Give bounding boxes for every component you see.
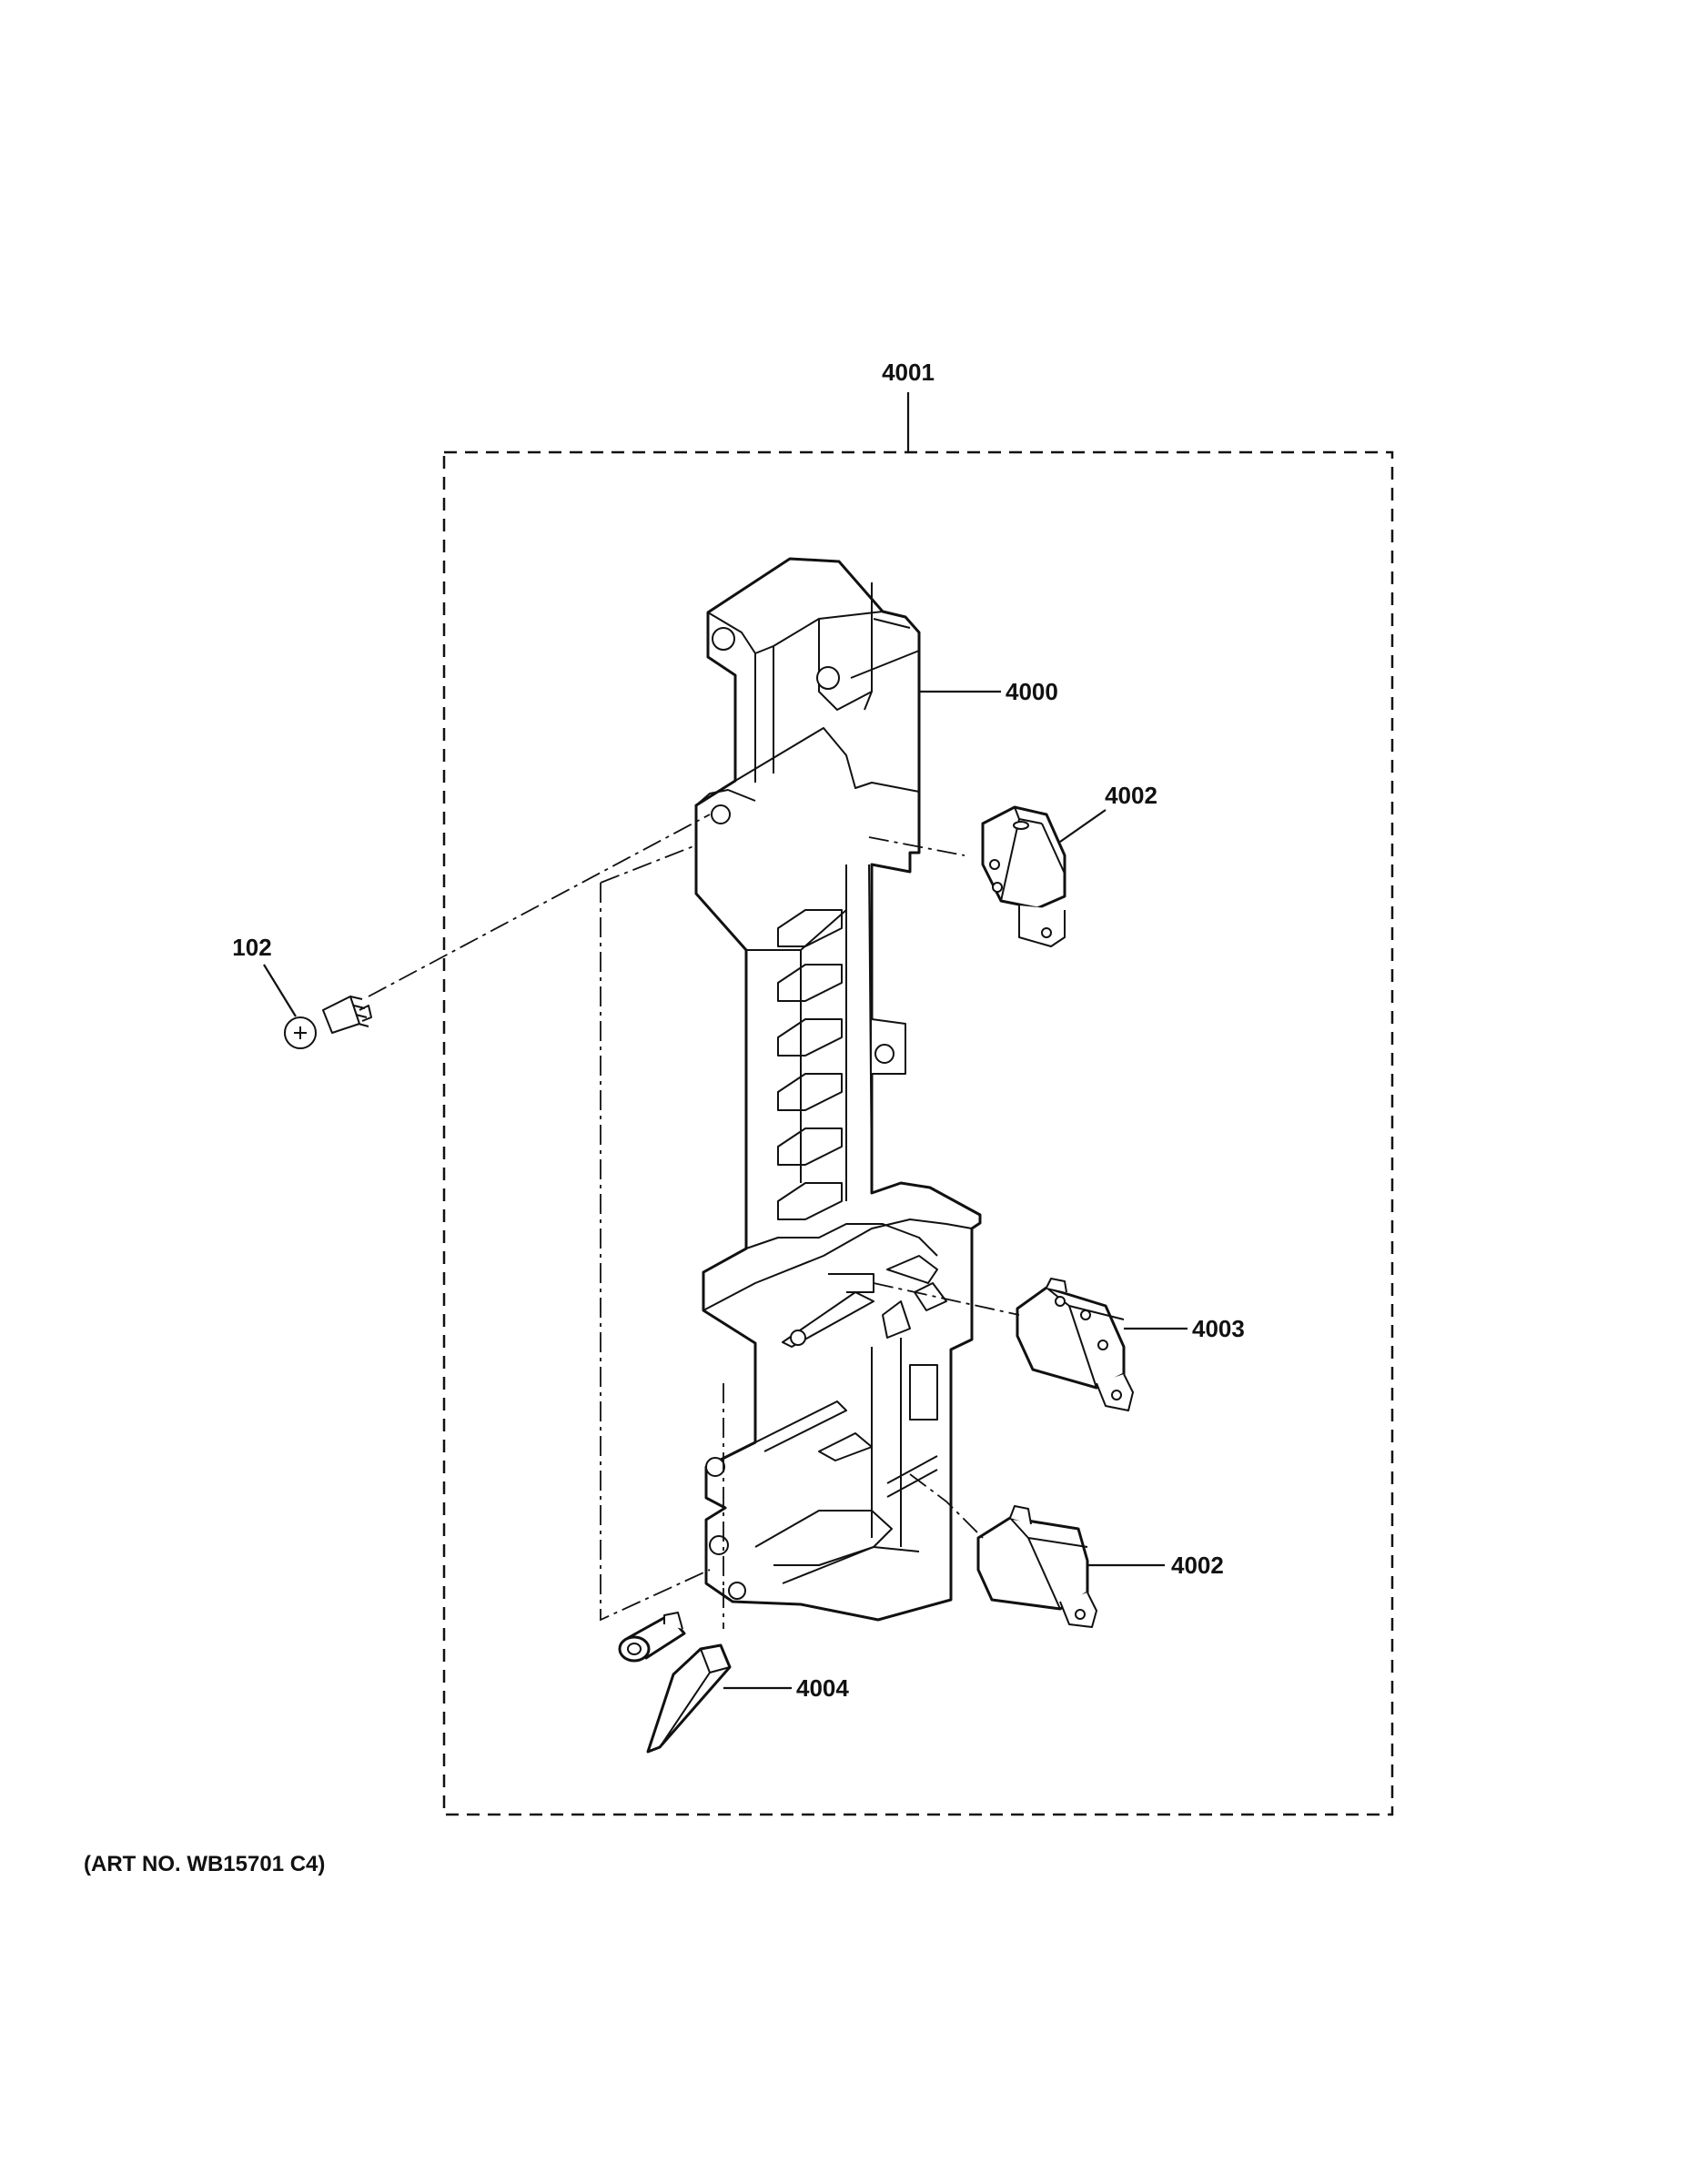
callout-4004: 4004 <box>796 1674 849 1702</box>
callout-4002-top: 4002 <box>1105 782 1157 809</box>
callout-4002-bottom: 4002 <box>1171 1552 1224 1579</box>
callout-102: 102 <box>232 934 271 961</box>
assembly-boundary: 4001 <box>442 359 1394 1816</box>
callout-4003: 4003 <box>1192 1315 1245 1342</box>
switch-bottom: 4002 <box>976 1505 1224 1628</box>
callout-4001: 4001 <box>882 359 935 386</box>
screw: 102 <box>232 934 372 1049</box>
art-number: (ART NO. WB15701 C4) <box>84 1852 325 1876</box>
lever: 4004 <box>618 1612 849 1754</box>
callout-4000: 4000 <box>1006 678 1058 705</box>
switch-middle: 4003 <box>1016 1278 1245 1411</box>
latch-bracket: 4000 <box>694 557 1058 1622</box>
assembly-centerlines <box>368 814 1020 1629</box>
switch-top: 4002 <box>981 782 1157 947</box>
